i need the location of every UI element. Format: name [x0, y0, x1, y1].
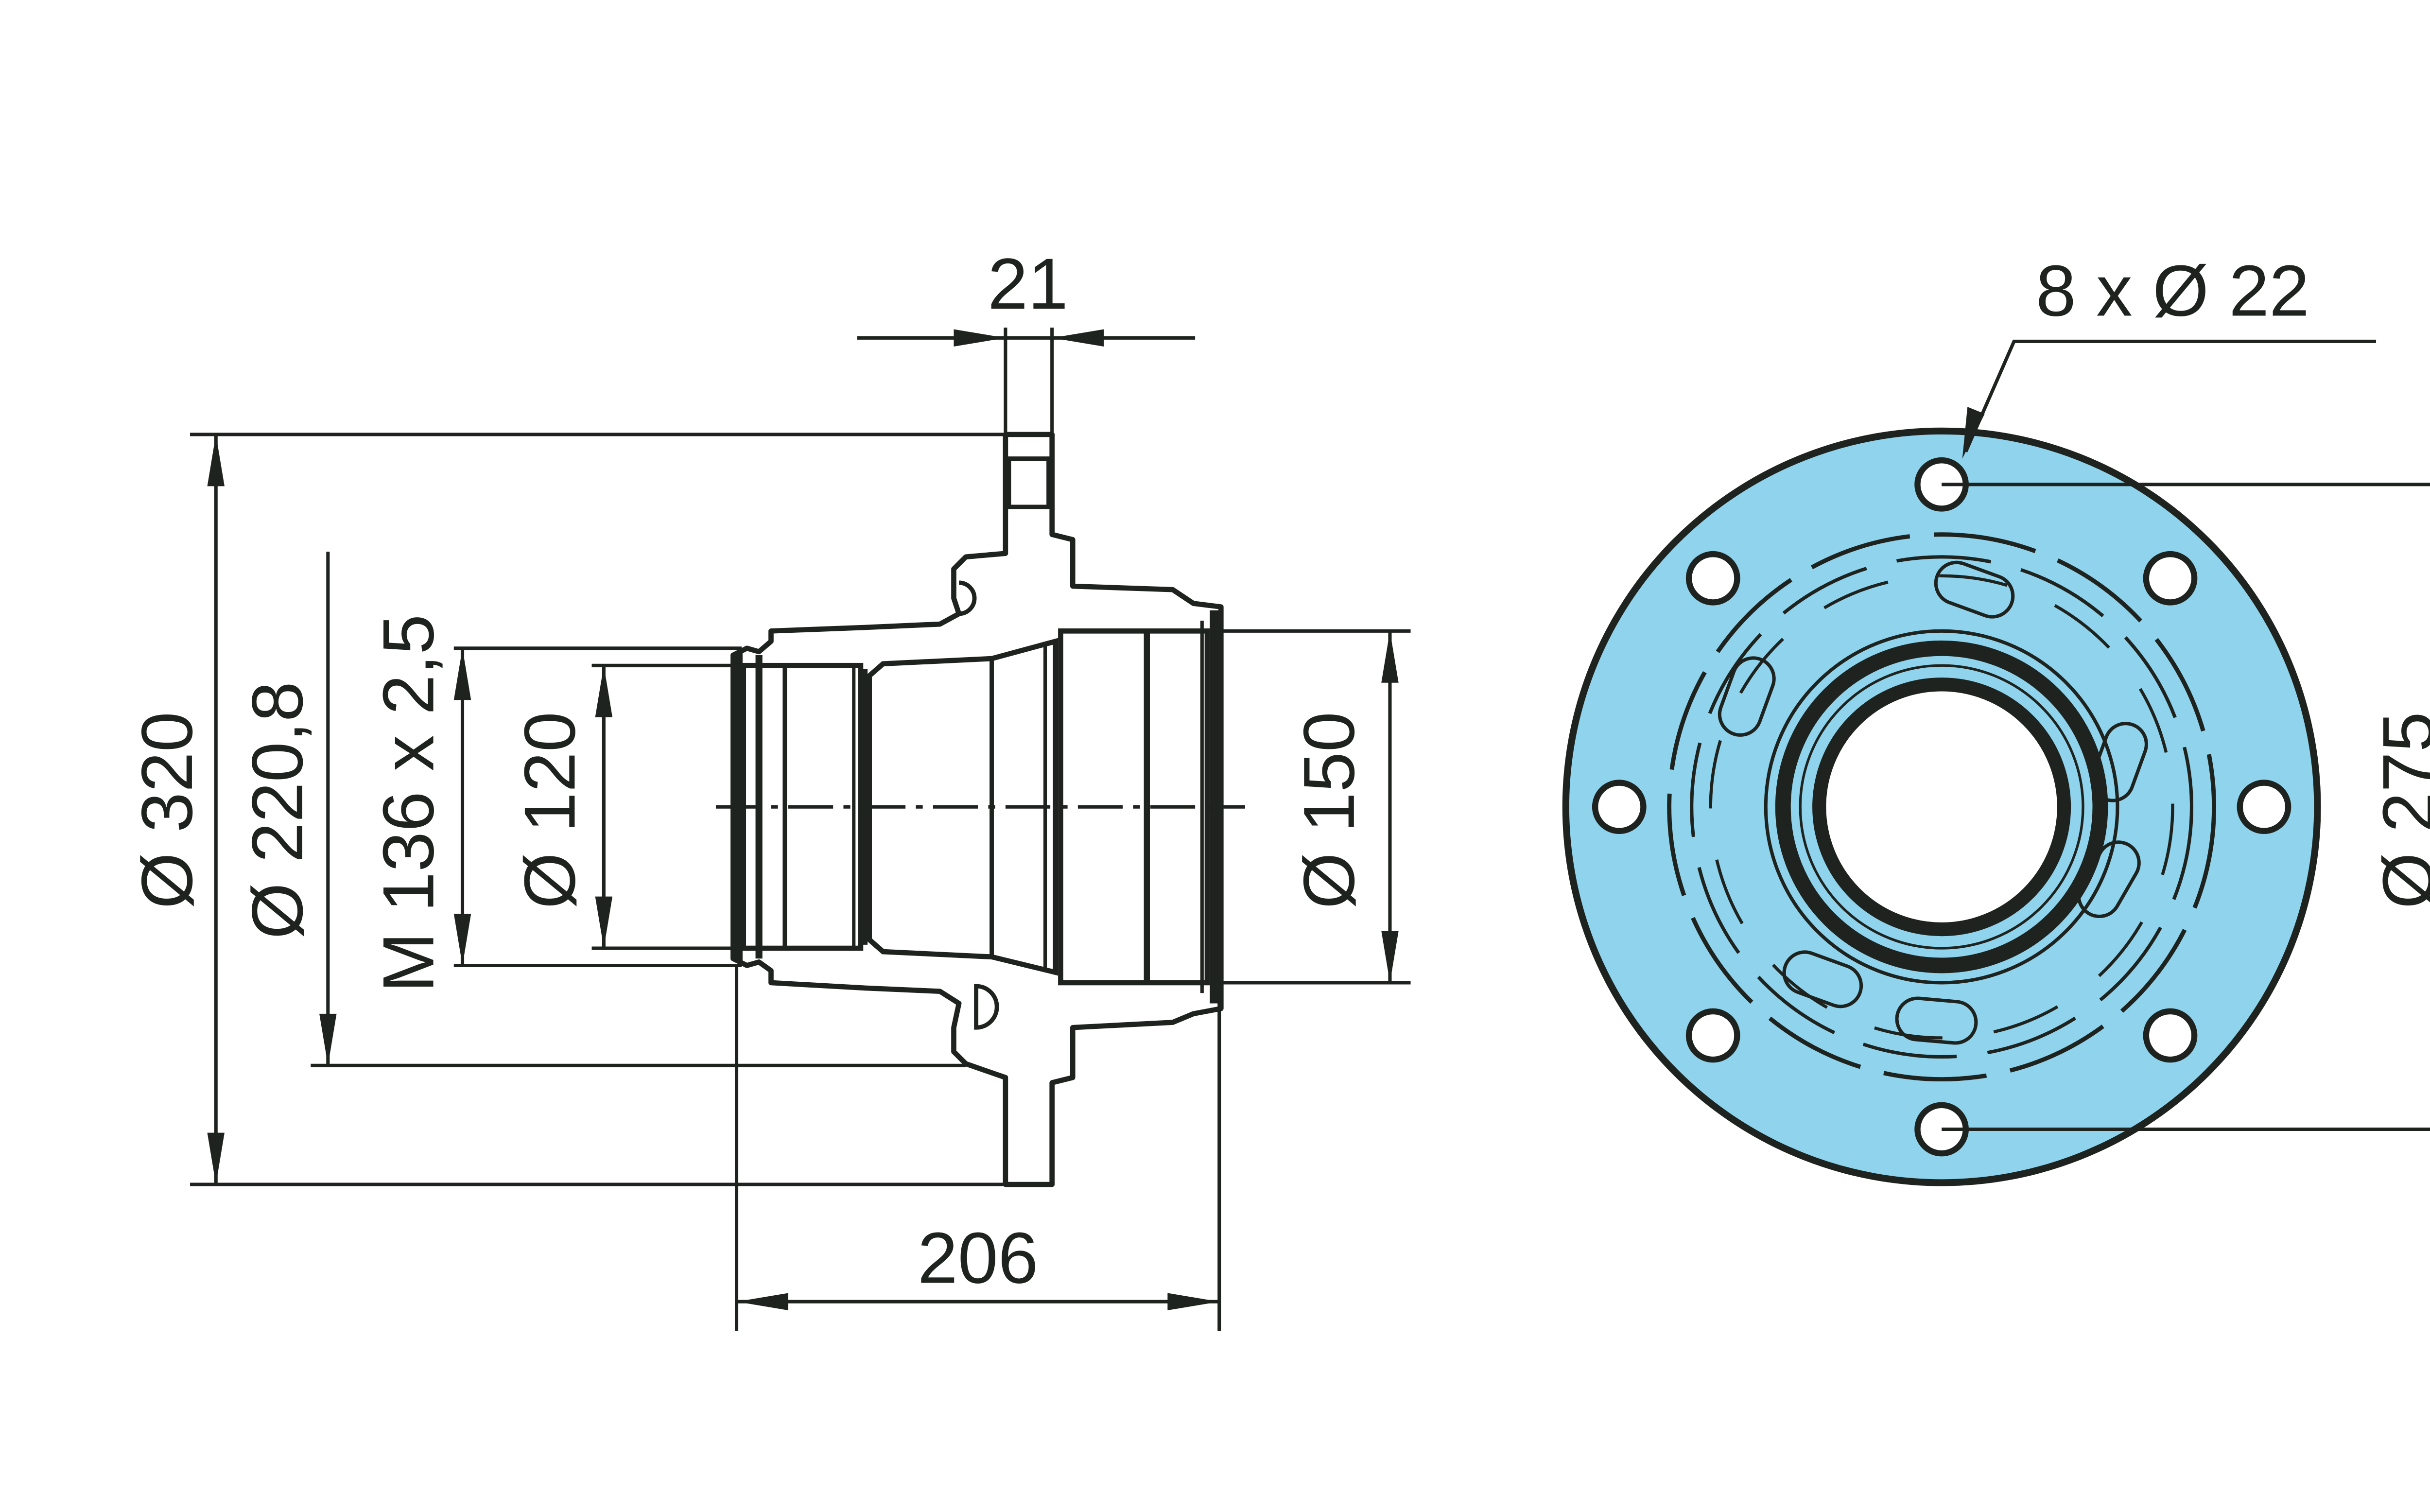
- arrowhead: [1381, 931, 1399, 983]
- dimension-flange-diameter: Ø 320: [126, 433, 1006, 1186]
- center-bore: [1812, 678, 2071, 937]
- dimension-inner-bore: Ø 120: [509, 663, 742, 950]
- dimension-label: Ø 275: [2367, 712, 2430, 909]
- dimension-flange-width: 21: [857, 243, 1196, 434]
- bolt-hole: [2143, 551, 2198, 606]
- seal-outer-ring: [1764, 629, 2119, 985]
- dimension-label: Ø 150: [1288, 712, 1370, 909]
- arrowhead: [453, 914, 471, 966]
- dimension-label: 8 x Ø 22: [2036, 250, 2309, 331]
- arrowhead: [1381, 631, 1399, 683]
- bolt-hole: [1685, 551, 1740, 606]
- dimension-thread: M 136 x 2,5: [368, 614, 742, 992]
- upper-boss-recess: [958, 580, 977, 616]
- dimension-label: 21: [988, 243, 1068, 324]
- dimension-bolt-holes: 8 x Ø 22: [1962, 250, 2377, 459]
- arrowhead: [736, 1293, 788, 1310]
- seal-ring: [1775, 640, 2108, 973]
- arrowhead: [954, 329, 1006, 347]
- dimension-overall-length: 206: [734, 965, 1221, 1331]
- dimension-label: Ø 320: [126, 712, 208, 909]
- dimension-label: 206: [918, 1217, 1039, 1299]
- bolt-holes: [1592, 457, 2291, 1157]
- dimension-label: Ø 120: [509, 712, 590, 909]
- arrowhead: [207, 434, 225, 487]
- arrowhead: [453, 648, 471, 700]
- dimension-pilot-diameter: Ø 220,8: [237, 552, 966, 1067]
- balance-pocket: [1718, 560, 2148, 1045]
- lower-boss-recess: [974, 984, 999, 1030]
- seal-inner-line: [1799, 664, 2084, 950]
- arrowhead: [595, 665, 613, 717]
- arrowhead: [1962, 407, 1985, 459]
- bolt-hole: [2237, 780, 2291, 834]
- flange-bolt-hole: [1007, 456, 1051, 509]
- middle-bore: [867, 638, 1059, 976]
- rib-pockets: [1667, 532, 2217, 1082]
- bolt-hole: [2143, 1008, 2198, 1063]
- front-view: [1562, 427, 2321, 1186]
- arrowhead: [595, 896, 613, 949]
- dimension-bolt-circle: Ø 275: [1942, 483, 2430, 1131]
- bolt-hole: [1685, 1008, 1740, 1063]
- dimension-label: M 136 x 2,5: [368, 614, 449, 992]
- side-section-view: [715, 432, 1245, 1187]
- dimension-label: Ø 220,8: [237, 681, 318, 939]
- arrowhead: [1167, 1293, 1219, 1310]
- arrowhead: [1052, 329, 1104, 347]
- arrowhead: [207, 1132, 225, 1185]
- arrowhead: [319, 1013, 337, 1066]
- dimension-outer-bore: Ø 150: [1219, 629, 1411, 985]
- bolt-hole: [1592, 780, 1647, 834]
